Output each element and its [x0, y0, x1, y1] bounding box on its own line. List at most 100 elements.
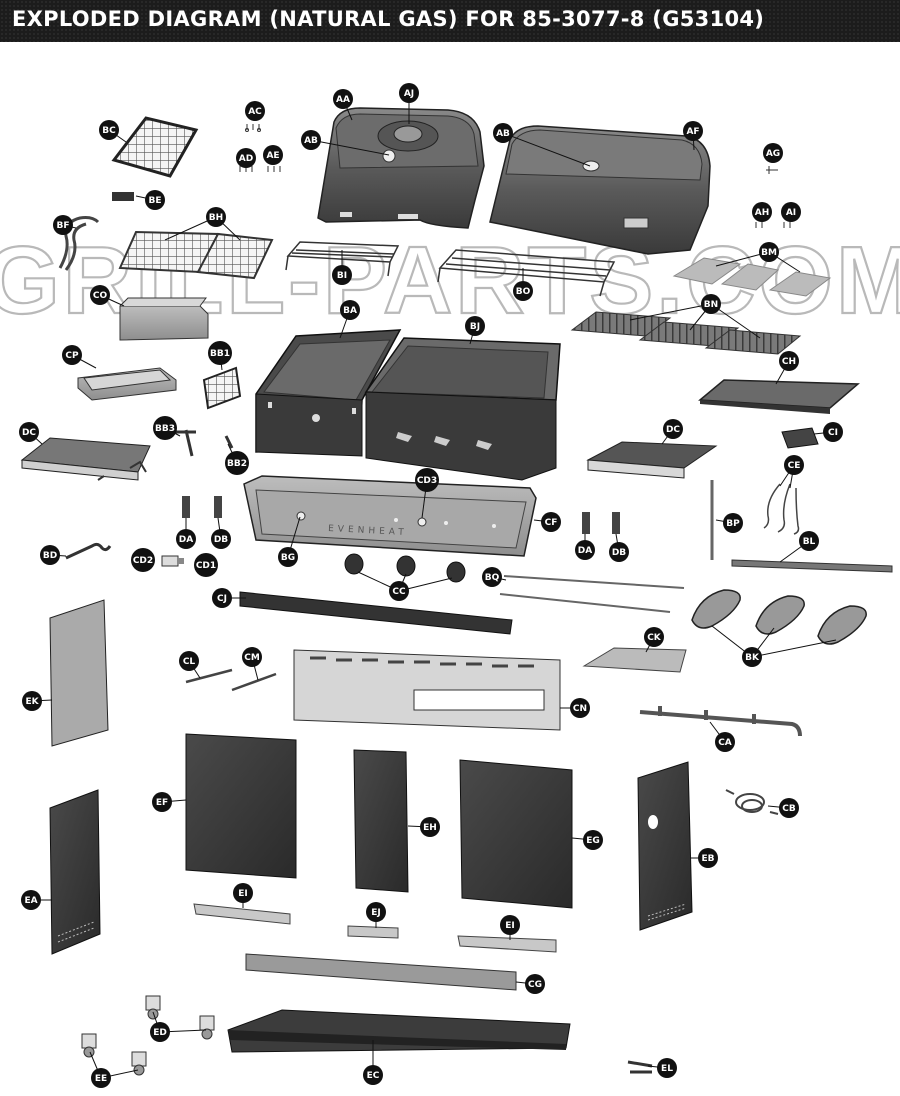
callout-da: DA — [575, 540, 595, 560]
callout-label: AH — [755, 208, 770, 218]
callout-label: AA — [336, 95, 350, 105]
callout-circle — [399, 83, 419, 103]
door-eg — [459, 759, 573, 909]
callout-cg: CG — [525, 974, 545, 994]
callout-circle — [91, 1068, 111, 1088]
callout-circle — [152, 792, 172, 812]
callout-ed: ED — [150, 1022, 170, 1042]
screws-ad-ae — [239, 166, 281, 172]
bracket-be — [112, 192, 134, 201]
callout-circle — [99, 120, 119, 140]
side-panel-ea — [49, 789, 101, 955]
side-shelf-right-dc — [586, 441, 718, 479]
left-lid — [317, 107, 485, 229]
callout-circle — [153, 416, 177, 440]
plate-ck — [582, 647, 687, 673]
callout-bo: BO — [513, 281, 533, 301]
callout-circle — [211, 529, 231, 549]
callout-ba: BA — [340, 300, 360, 320]
callout-cb: CB — [779, 798, 799, 818]
callout-label: AC — [248, 107, 262, 117]
front-rail-cj — [239, 591, 513, 635]
callout-label: BG — [281, 553, 295, 563]
callout-label: EE — [95, 1074, 107, 1084]
callout-label: CD2 — [133, 556, 153, 566]
callout-label: CL — [183, 657, 196, 667]
callout-bp: BP — [723, 513, 743, 533]
door-ef — [185, 733, 297, 879]
rail-cg — [245, 953, 517, 991]
callout-ah: AH — [752, 202, 772, 222]
callout-circle — [500, 915, 520, 935]
callout-circle — [657, 1058, 677, 1078]
callout-label: EI — [505, 921, 515, 931]
callout-circle — [19, 422, 39, 442]
leader-line-bk — [751, 639, 837, 658]
callout-cd3: CD3 — [415, 468, 439, 492]
sear-plates-bn — [570, 311, 802, 355]
callout-label: CN — [573, 704, 587, 714]
bottom-shelf-ec — [227, 1009, 571, 1053]
callout-circle — [799, 531, 819, 551]
callout-circle — [763, 143, 783, 163]
callout-bq: BQ — [482, 567, 502, 587]
callout-circle — [40, 545, 60, 565]
bracket-bb1 — [202, 366, 242, 410]
wire-bd — [65, 542, 112, 560]
callout-label: CI — [828, 428, 838, 438]
igniter-button-cd — [161, 555, 184, 567]
callout-ej: EJ — [366, 902, 386, 922]
callout-bj: BJ — [465, 316, 485, 336]
callout-circle — [340, 300, 360, 320]
callout-bc: BC — [99, 120, 119, 140]
firebox-ba-bj — [255, 329, 561, 481]
electrode-wires-ce — [763, 483, 800, 535]
callout-label: DB — [612, 548, 626, 558]
clip-el — [627, 1060, 653, 1074]
callout-bf: BF — [53, 215, 73, 235]
callout-circle — [21, 890, 41, 910]
bracket-bl — [731, 559, 893, 573]
casters-ed-ee — [81, 995, 215, 1076]
callout-circle — [332, 265, 352, 285]
callout-label: BQ — [485, 573, 500, 583]
callout-eh: EH — [420, 817, 440, 837]
callout-label: BP — [726, 519, 740, 529]
callout-circle — [701, 294, 721, 314]
callout-label: CJ — [217, 594, 227, 604]
manifold-ca — [639, 706, 802, 737]
callout-ce: CE — [784, 455, 804, 475]
hose-cb — [725, 789, 779, 815]
callout-ab: AB — [493, 123, 513, 143]
callout-ck: CK — [644, 627, 664, 647]
callout-circle — [225, 451, 249, 475]
callout-eb: EB — [698, 848, 718, 868]
igniter-modules-da-db — [182, 496, 620, 534]
callout-circle — [389, 581, 409, 601]
callout-label: BB3 — [155, 424, 175, 434]
callout-label: EB — [701, 854, 714, 864]
callout-circle — [575, 540, 595, 560]
callout-circle — [465, 316, 485, 336]
callout-label: AI — [786, 208, 796, 218]
callout-label: DB — [214, 535, 228, 545]
callout-co: CO — [90, 285, 110, 305]
warming-rack-bo — [437, 249, 616, 297]
callout-circle — [493, 123, 513, 143]
leader-line-ab — [502, 132, 591, 167]
callout-circle — [176, 529, 196, 549]
header-bar: EXPLODED DIAGRAM (NATURAL GAS) FOR 85-30… — [0, 0, 900, 42]
callout-circle — [420, 817, 440, 837]
callout-circle — [245, 101, 265, 121]
callout-circle — [541, 512, 561, 532]
callout-label: CK — [647, 633, 662, 643]
callout-label: BA — [343, 306, 357, 316]
callout-ek: EK — [22, 691, 42, 711]
callout-circle — [208, 341, 232, 365]
door-eh — [353, 749, 409, 893]
callout-bi: BI — [332, 265, 352, 285]
callout-label: EK — [25, 697, 39, 707]
callout-label: BI — [337, 271, 347, 281]
callout-circle — [779, 798, 799, 818]
